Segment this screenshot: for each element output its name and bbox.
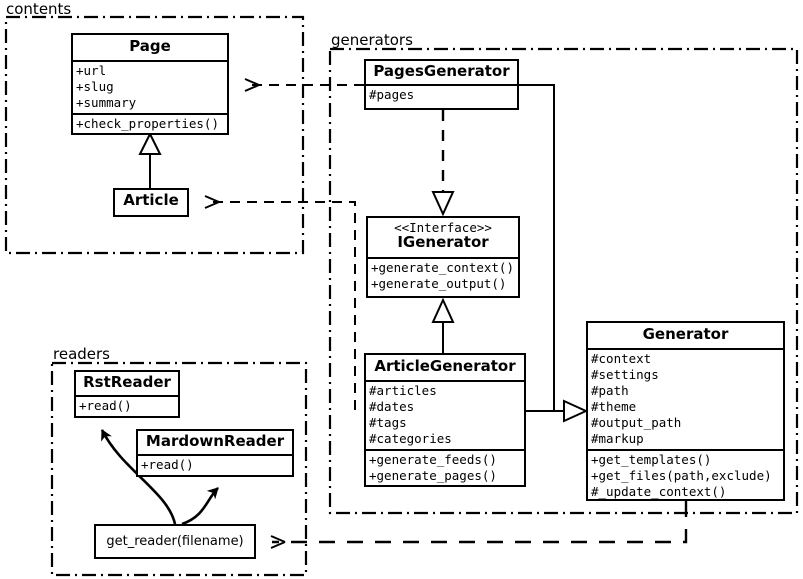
class-igenerator-operations: +generate_context() +generate_output() — [368, 256, 518, 294]
class-page-operations: +check_properties() — [73, 112, 227, 134]
attribute-row: #tags — [369, 414, 407, 430]
class-pages-generator-name: PagesGenerator — [373, 62, 510, 80]
attribute-row: #context — [591, 350, 652, 366]
operation-row: +get_templates() — [591, 451, 712, 467]
class-igenerator-name: IGenerator — [397, 232, 489, 251]
attribute-row: #categories — [369, 430, 452, 446]
operation-row: #_update_context() — [591, 483, 727, 499]
package-readers-label: readers — [53, 345, 110, 363]
class-generator-attributes: #context #settings #path #theme #output_… — [588, 347, 783, 449]
attribute-row: #articles — [369, 382, 437, 398]
class-rst-reader[interactable]: RstReader +read() — [74, 370, 180, 418]
operation-row: +check_properties() — [76, 115, 219, 131]
class-page-attributes: +url +slug +summary — [73, 59, 227, 113]
class-article-generator-name: ArticleGenerator — [374, 357, 516, 375]
operation-row: +generate_pages() — [369, 467, 497, 483]
attribute-row: #pages — [369, 86, 415, 102]
operation-row: +get_files(path,exclude) — [591, 467, 772, 483]
function-box-get-reader-label: get_reader(filename) — [106, 534, 244, 549]
package-contents-label: contents — [6, 0, 72, 18]
operation-row: +generate_output() — [371, 275, 507, 291]
class-igenerator-header: <<Interface>> IGenerator — [368, 218, 518, 257]
class-article-generator-attributes: #articles #dates #tags #categories — [366, 379, 524, 449]
class-page[interactable]: Page +url +slug +summary +check_properti… — [71, 33, 229, 135]
class-mardown-reader[interactable]: MardownReader +read() — [136, 429, 294, 477]
attribute-row: #dates — [369, 398, 415, 414]
class-article-name: Article — [123, 191, 179, 209]
class-mardown-reader-operations: +read() — [138, 453, 292, 475]
attribute-row: +slug — [76, 78, 114, 94]
class-rst-reader-operations: +read() — [76, 394, 178, 416]
attribute-row: +summary — [76, 94, 137, 110]
operation-row: +read() — [141, 456, 194, 472]
class-generator-name: Generator — [642, 325, 729, 343]
class-igenerator-stereotype: <<Interface>> — [394, 220, 492, 235]
attribute-row: #output_path — [591, 414, 682, 430]
operation-row: +generate_feeds() — [369, 451, 497, 467]
function-box-get-reader[interactable]: get_reader(filename) — [94, 524, 256, 559]
class-generator[interactable]: Generator #context #settings #path #them… — [586, 321, 785, 501]
class-article-generator[interactable]: ArticleGenerator #articles #dates #tags … — [364, 353, 526, 487]
class-page-name: Page — [129, 37, 171, 55]
attribute-row: +url — [76, 62, 107, 78]
package-generators-label: generators — [331, 31, 413, 49]
attribute-row: #settings — [591, 366, 659, 382]
operation-row: +read() — [79, 397, 132, 413]
class-article[interactable]: Article — [113, 188, 189, 217]
class-generator-operations: +get_templates() +get_files(path,exclude… — [588, 448, 783, 502]
attribute-row: #theme — [591, 398, 637, 414]
class-pages-generator[interactable]: PagesGenerator #pages — [364, 59, 519, 110]
class-mardown-reader-name: MardownReader — [145, 432, 285, 450]
class-igenerator[interactable]: <<Interface>> IGenerator +generate_conte… — [366, 216, 520, 298]
attribute-row: #path — [591, 382, 629, 398]
attribute-row: #markup — [591, 430, 644, 446]
class-pages-generator-attributes: #pages — [366, 83, 517, 105]
operation-row: +generate_context() — [371, 259, 514, 275]
class-article-generator-operations: +generate_feeds() +generate_pages() — [366, 448, 524, 486]
class-rst-reader-name: RstReader — [83, 373, 171, 391]
